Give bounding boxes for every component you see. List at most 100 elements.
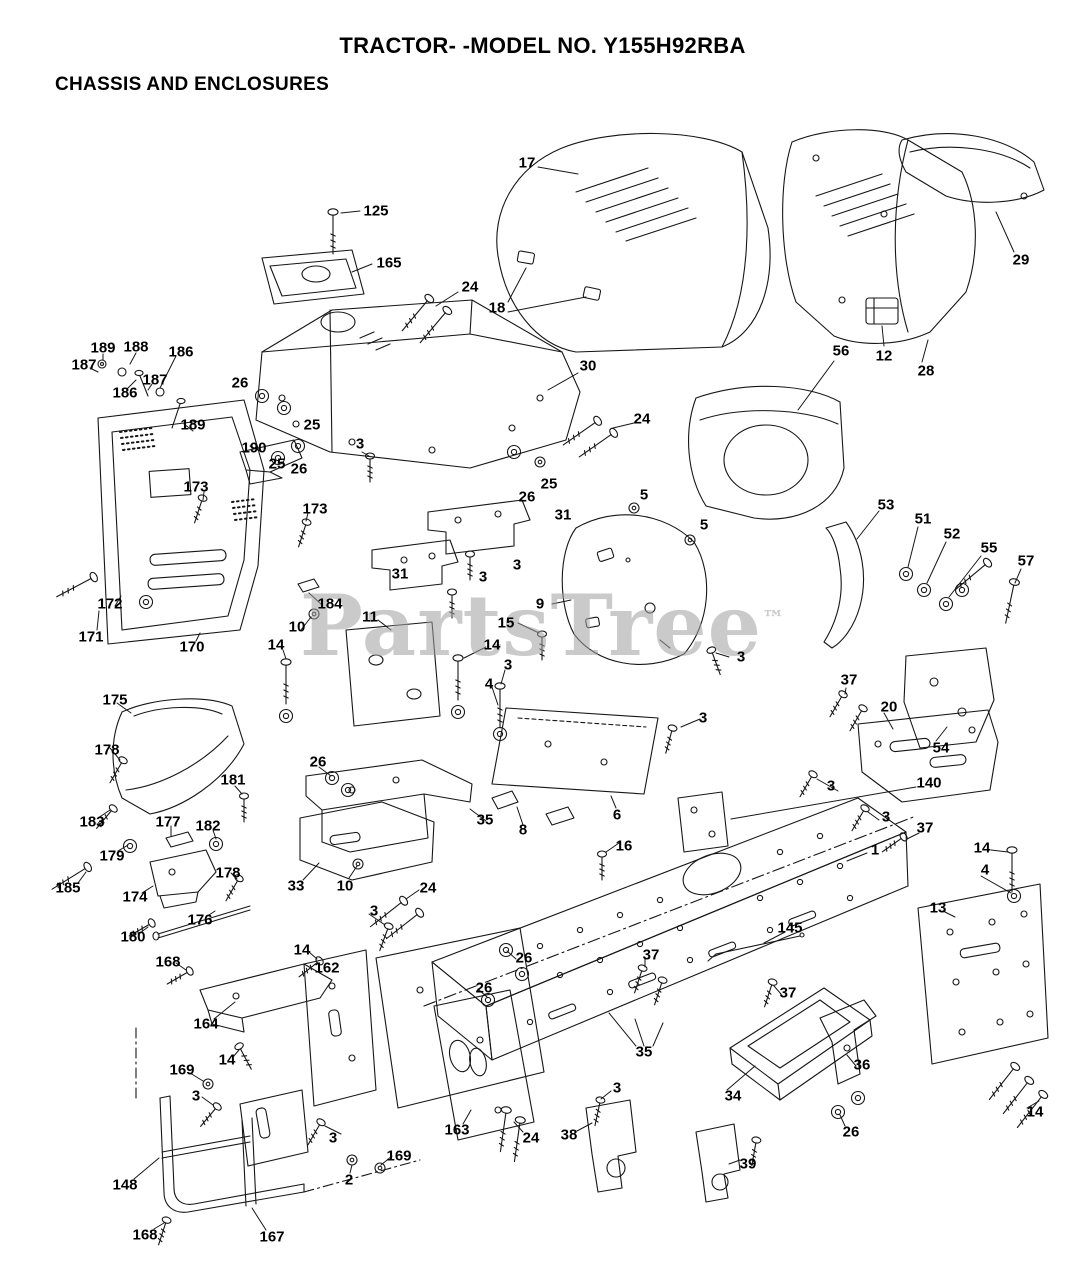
part-number-label: 55 — [980, 539, 998, 557]
part-number-label: 140 — [916, 774, 942, 792]
part-number-label: 189 — [90, 339, 116, 357]
part-number-label: 25 — [540, 475, 558, 493]
part-number-label: 26 — [475, 979, 493, 997]
part-number-label: 181 — [220, 771, 246, 789]
part-number-label: 179 — [99, 847, 125, 865]
part-number-label: 12 — [875, 347, 893, 365]
part-number-label: 148 — [112, 1176, 138, 1194]
part-number-label: 37 — [779, 984, 797, 1002]
part-number-label: 33 — [287, 877, 305, 895]
part-number-label: 184 — [317, 595, 343, 613]
part-number-label: 10 — [336, 877, 354, 895]
part-number-label: 34 — [724, 1087, 742, 1105]
part-number-label: 2 — [344, 1171, 354, 1189]
part-number-label: 168 — [132, 1226, 158, 1244]
engine-shroud-part — [688, 385, 845, 520]
part-number-label: 1 — [870, 841, 880, 859]
part-number-label: 51 — [914, 510, 932, 528]
part-number-label: 26 — [518, 488, 536, 506]
part-number-label: 4 — [980, 861, 990, 879]
part-number-label: 180 — [120, 928, 146, 946]
part-number-label: 26 — [290, 460, 308, 478]
part-number-label: 38 — [560, 1126, 578, 1144]
part-number-label: 169 — [169, 1061, 195, 1079]
part-number-label: 188 — [123, 338, 149, 356]
grille-panel-part — [97, 359, 320, 645]
part-number-label: 165 — [376, 254, 402, 272]
part-number-label: 26 — [231, 374, 249, 392]
part-number-label: 28 — [917, 362, 935, 380]
part-number-label: 52 — [943, 525, 961, 543]
part-number-label: 162 — [314, 959, 340, 977]
part-number-label: 24 — [419, 879, 437, 897]
side-trim-part — [898, 133, 1045, 203]
part-number-label: 36 — [853, 1056, 871, 1074]
part-number-label: 167 — [259, 1228, 285, 1246]
part-number-label: 170 — [179, 638, 205, 656]
part-number-label: 14 — [973, 839, 991, 857]
part-number-label: 174 — [122, 888, 148, 906]
part-number-label: 175 — [102, 691, 128, 709]
part-number-label: 3 — [826, 777, 836, 795]
part-number-label: 11 — [362, 608, 378, 626]
part-number-label: 30 — [579, 357, 597, 375]
part-number-label: 24 — [633, 410, 651, 428]
part-number-label: 3 — [369, 902, 379, 920]
part-number-label: 187 — [142, 371, 168, 389]
heat-shield-part — [561, 514, 708, 665]
part-number-label: 3 — [503, 656, 513, 674]
part-number-label: 185 — [55, 879, 81, 897]
hood-part — [496, 132, 771, 353]
part-number-label: 14 — [293, 941, 311, 959]
part-number-label: 186 — [112, 384, 138, 402]
part-number-label: 189 — [180, 416, 206, 434]
part-number-label: 186 — [168, 343, 194, 361]
part-number-label: 169 — [386, 1147, 412, 1165]
section-title: CHASSIS AND ENCLOSURES — [55, 74, 330, 95]
part-number-label: 178 — [94, 741, 120, 759]
part-number-label: 3 — [191, 1087, 201, 1105]
side-plate-part — [729, 883, 1049, 1101]
part-number-label: 3 — [478, 568, 488, 586]
part-number-label: 14 — [218, 1051, 236, 1069]
dash-assembly-part — [255, 249, 581, 469]
part-number-label: 54 — [932, 739, 950, 757]
part-number-label: 3 — [328, 1129, 338, 1147]
footrest-part — [112, 698, 251, 941]
part-number-label: 17 — [518, 154, 536, 172]
part-number-label: 31 — [391, 565, 409, 583]
small-brackets-part — [585, 1099, 741, 1203]
hood-right-half-part — [782, 129, 976, 344]
part-number-label: 14 — [1026, 1103, 1044, 1121]
part-number-label: 173 — [302, 500, 328, 518]
part-number-label: 56 — [832, 342, 850, 360]
leader-lines — [77, 166, 1040, 1231]
part-number-label: 187 — [71, 356, 97, 374]
part-number-label: 15 — [497, 614, 515, 632]
part-number-label: 182 — [195, 817, 221, 835]
part-number-label: 145 — [777, 919, 803, 937]
part-number-label: 3 — [355, 435, 365, 453]
part-number-label: 5 — [699, 516, 709, 534]
part-number-label: 3 — [881, 808, 891, 826]
part-number-label: 3 — [698, 709, 708, 727]
part-number-label: 16 — [615, 837, 633, 855]
part-number-label: 39 — [739, 1155, 757, 1173]
part-number-label: 168 — [155, 953, 181, 971]
part-number-label: 18 — [488, 299, 506, 317]
part-number-label: 9 — [535, 595, 545, 613]
part-number-label: 31 — [554, 506, 572, 524]
part-number-label: 178 — [215, 864, 241, 882]
part-number-label: 53 — [877, 496, 895, 514]
part-number-label: 4 — [484, 675, 494, 693]
part-number-label: 8 — [518, 821, 528, 839]
brackets-right-part — [823, 521, 999, 803]
part-number-label: 173 — [183, 478, 209, 496]
part-number-label: 57 — [1017, 552, 1035, 570]
part-number-label: 3 — [736, 648, 746, 666]
part-number-label: 35 — [476, 811, 494, 829]
part-number-label: 25 — [303, 416, 321, 434]
